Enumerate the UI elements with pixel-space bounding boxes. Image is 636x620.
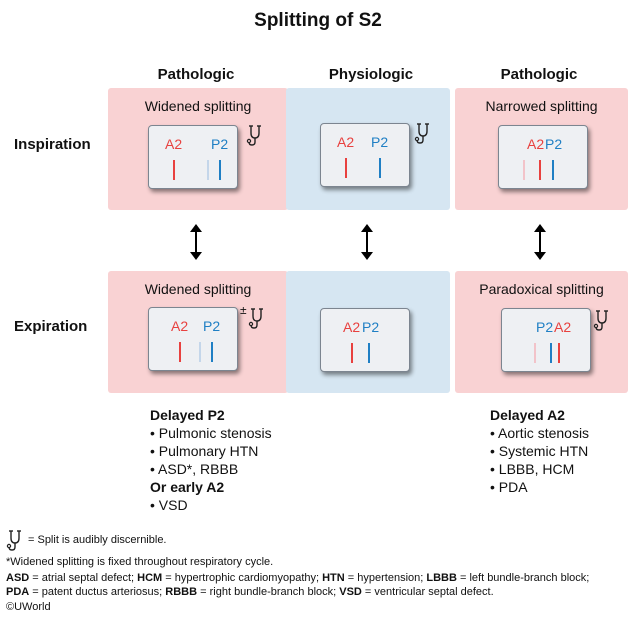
stethoscope-icon bbox=[248, 308, 263, 329]
a2-label: A2 bbox=[554, 319, 572, 335]
p2-label: P2 bbox=[536, 319, 554, 335]
abbr-key: RBBB bbox=[165, 586, 198, 598]
panel-expiration-pathologic-left: Widened splitting A2 P2 ± bbox=[108, 271, 288, 393]
sound-card: A2 P2 bbox=[498, 125, 588, 189]
sound-card: A2 P2 bbox=[320, 123, 410, 187]
p2-bar bbox=[211, 342, 213, 362]
p2-bar bbox=[550, 343, 552, 363]
list-heading: Delayed A2 bbox=[490, 407, 565, 423]
p2-bar bbox=[219, 160, 221, 180]
stethoscope-icon bbox=[246, 125, 261, 146]
abbreviations-line-2: PDA = patent ductus arteriosus; RBBB = r… bbox=[6, 586, 494, 598]
p2-label: P2 bbox=[362, 319, 380, 335]
list-item: • Aortic stenosis bbox=[490, 425, 590, 441]
abbr-value: = hypertrophic cardiomyopathy; bbox=[162, 572, 323, 584]
list-heading: Delayed P2 bbox=[150, 407, 225, 423]
panel-inspiration-pathologic-left: Widened splitting A2 P2 bbox=[108, 88, 288, 210]
panel-title: Narrowed splitting bbox=[485, 98, 598, 114]
a2-label: A2 bbox=[343, 319, 361, 335]
p2-faded-bar bbox=[207, 160, 209, 180]
sound-card: A2 P2 bbox=[148, 307, 238, 371]
sound-card: A2 P2 bbox=[320, 308, 410, 372]
fixed-split-footnote: *Widened splitting is fixed throughout r… bbox=[6, 556, 274, 568]
p2-bar bbox=[368, 343, 370, 363]
stethoscope-legend: = Split is audibly discernible. bbox=[28, 534, 167, 546]
abbr-key: HTN bbox=[322, 572, 345, 584]
abbr-key: HCM bbox=[137, 572, 163, 584]
p2-label: P2 bbox=[545, 136, 563, 152]
a2-faded-bar bbox=[523, 160, 525, 180]
plus-minus-sign: ± bbox=[240, 303, 247, 317]
abbr-key: ASD bbox=[6, 572, 30, 584]
sound-card: P2 A2 bbox=[501, 308, 591, 372]
sound-card: A2 P2 bbox=[148, 125, 238, 189]
p2-label: P2 bbox=[203, 318, 221, 334]
list-item: • Systemic HTN bbox=[490, 443, 589, 459]
row-label-inspiration: Inspiration bbox=[14, 136, 91, 153]
list-heading: Or early A2 bbox=[150, 479, 225, 495]
panel-inspiration-physiologic: A2 P2 bbox=[286, 88, 450, 210]
stethoscope-icon bbox=[593, 310, 608, 331]
a2-faded-bar bbox=[534, 343, 536, 363]
list-item: • LBBB, HCM bbox=[490, 461, 575, 477]
a2-bar bbox=[539, 160, 541, 180]
p2-label: P2 bbox=[211, 136, 229, 152]
double-arrow-icon bbox=[190, 224, 202, 260]
column-header-pathologic-right: Pathologic bbox=[500, 66, 578, 83]
column-header-pathologic-left: Pathologic bbox=[157, 66, 235, 83]
list-item: • VSD bbox=[150, 497, 188, 513]
abbreviations-line-1: ASD = atrial septal defect; HCM = hypert… bbox=[6, 572, 589, 584]
list-item: • ASD*, RBBB bbox=[150, 461, 239, 477]
row-label-expiration: Expiration bbox=[14, 318, 88, 335]
p2-bar bbox=[552, 160, 554, 180]
panel-title: Paradoxical splitting bbox=[479, 281, 604, 297]
delayed-a2-list: Delayed A2 • Aortic stenosis • Systemic … bbox=[490, 406, 589, 496]
abbr-value: = hypertension; bbox=[344, 572, 427, 584]
delayed-p2-list: Delayed P2 • Pulmonic stenosis • Pulmona… bbox=[150, 406, 272, 514]
stethoscope-icon bbox=[414, 123, 429, 144]
diagram-title: Splitting of S2 bbox=[254, 10, 382, 31]
abbr-value: = patent ductus arteriosus; bbox=[29, 586, 166, 598]
a2-bar bbox=[345, 158, 347, 178]
list-item: • Pulmonary HTN bbox=[150, 443, 259, 459]
a2-bar bbox=[179, 342, 181, 362]
p2-faded-bar bbox=[199, 342, 201, 362]
a2-bar bbox=[558, 343, 560, 363]
copyright: ©UWorld bbox=[6, 601, 51, 613]
double-arrow-icon bbox=[534, 224, 546, 260]
panel-expiration-pathologic-right: Paradoxical splitting P2 A2 bbox=[455, 271, 628, 393]
abbr-key: PDA bbox=[6, 586, 30, 598]
double-arrow-icon bbox=[361, 224, 373, 260]
p2-bar bbox=[379, 158, 381, 178]
a2-label: A2 bbox=[171, 318, 189, 334]
p2-label: P2 bbox=[371, 134, 389, 150]
abbr-value: = left bundle-branch block; bbox=[456, 572, 590, 584]
stethoscope-icon bbox=[6, 530, 21, 551]
a2-bar bbox=[173, 160, 175, 180]
panel-expiration-physiologic: A2 P2 bbox=[286, 271, 450, 393]
list-item: • Pulmonic stenosis bbox=[150, 425, 272, 441]
panel-title: Widened splitting bbox=[144, 98, 252, 114]
panel-inspiration-pathologic-right: Narrowed splitting A2 P2 bbox=[455, 88, 628, 210]
abbr-key: LBBB bbox=[426, 572, 457, 584]
column-header-physiologic: Physiologic bbox=[328, 66, 414, 83]
a2-label: A2 bbox=[165, 136, 183, 152]
list-item: • PDA bbox=[490, 479, 528, 495]
panel-title: Widened splitting bbox=[144, 281, 252, 297]
a2-bar bbox=[351, 343, 353, 363]
abbr-value: = ventricular septal defect. bbox=[361, 586, 494, 598]
a2-label: A2 bbox=[337, 134, 355, 150]
abbr-value: = right bundle-branch block; bbox=[197, 586, 340, 598]
abbr-key: VSD bbox=[339, 586, 362, 598]
a2-label: A2 bbox=[527, 136, 545, 152]
abbr-value: = atrial septal defect; bbox=[29, 572, 138, 584]
